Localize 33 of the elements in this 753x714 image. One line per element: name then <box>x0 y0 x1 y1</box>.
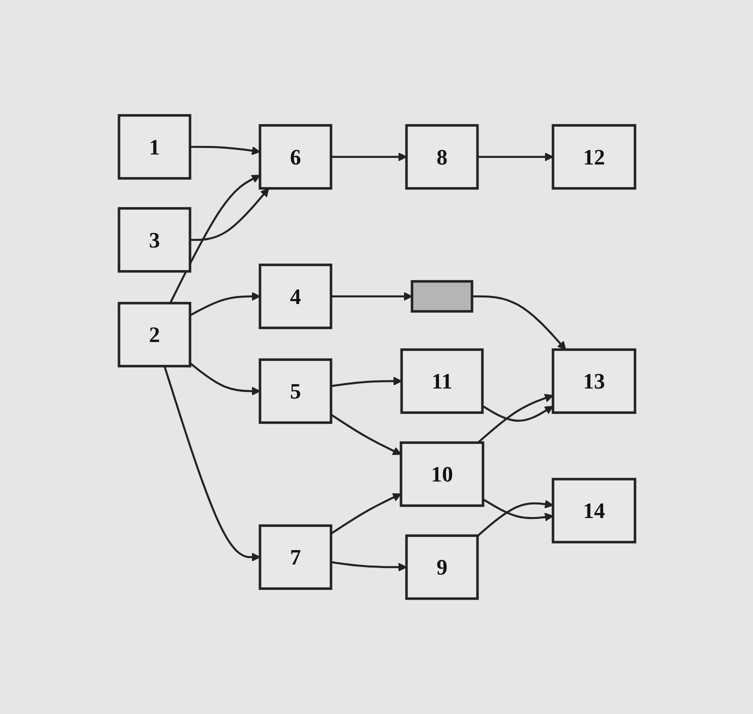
arrow <box>188 362 260 396</box>
arrow <box>190 188 269 241</box>
arrow <box>190 146 260 156</box>
node-box: 14 <box>551 478 636 544</box>
arrow <box>330 152 406 162</box>
arrow <box>476 500 553 537</box>
node-box: 13 <box>551 348 636 414</box>
node-box: 9 <box>404 534 478 600</box>
arrow <box>330 493 401 535</box>
node-box: 6 <box>258 124 332 190</box>
node-box: 11 <box>400 348 484 414</box>
arrow <box>481 404 553 422</box>
arrow <box>477 152 553 162</box>
arrow <box>189 292 260 316</box>
node-box: 1 <box>117 114 191 180</box>
arrow <box>168 174 260 304</box>
node-box: 2 <box>117 302 191 368</box>
arrow <box>330 561 406 572</box>
node-box: 7 <box>258 524 332 590</box>
node-box: 4 <box>258 264 332 330</box>
node-box <box>410 280 473 313</box>
arrow <box>476 394 553 444</box>
arrow <box>482 498 553 522</box>
arrow <box>472 295 566 350</box>
arrow <box>330 292 412 301</box>
node-box: 12 <box>551 124 636 190</box>
node-box: 10 <box>399 441 484 507</box>
node-box: 8 <box>404 124 478 190</box>
node-box: 5 <box>258 358 332 424</box>
arrow <box>330 414 401 455</box>
node-box: 3 <box>117 207 191 273</box>
arrow <box>330 376 402 388</box>
arrow <box>163 366 260 562</box>
